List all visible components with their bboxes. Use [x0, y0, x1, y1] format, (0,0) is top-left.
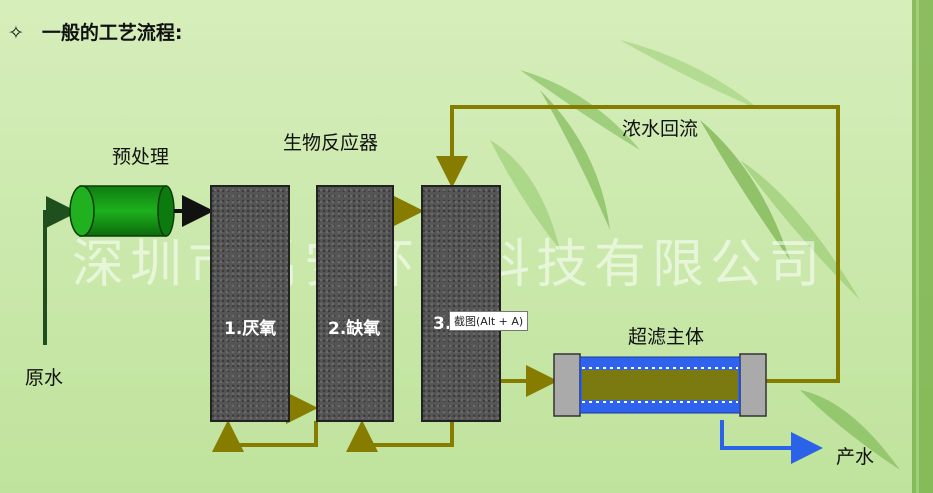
pretreatment-label: 预处理 — [112, 146, 170, 168]
page-title-text: 一般的工艺流程: — [41, 22, 183, 44]
page-title: ✧ 一般的工艺流程: — [8, 18, 183, 45]
anaerobic-tank: 1.厌氧 — [210, 185, 290, 422]
raw-water-label: 原水 — [25, 367, 64, 389]
uf-body-label: 超滤主体 — [628, 326, 705, 348]
bioreactor-label: 生物反应器 — [283, 132, 379, 154]
anaerobic-tank-label: 1.厌氧 — [224, 319, 277, 339]
diamond-bullet-icon: ✧ — [8, 22, 24, 44]
screenshot-tooltip: 截图(Alt + A) — [449, 311, 529, 331]
concentrate-recycle-label: 浓水回流 — [622, 118, 699, 140]
product-water-label: 产水 — [836, 446, 875, 468]
aerobic-tank-label: 3. — [433, 314, 452, 334]
aerobic-tank: 3. — [421, 185, 501, 422]
anoxic-tank: 2.缺氧 — [316, 185, 394, 422]
anoxic-tank-label: 2.缺氧 — [328, 319, 381, 339]
